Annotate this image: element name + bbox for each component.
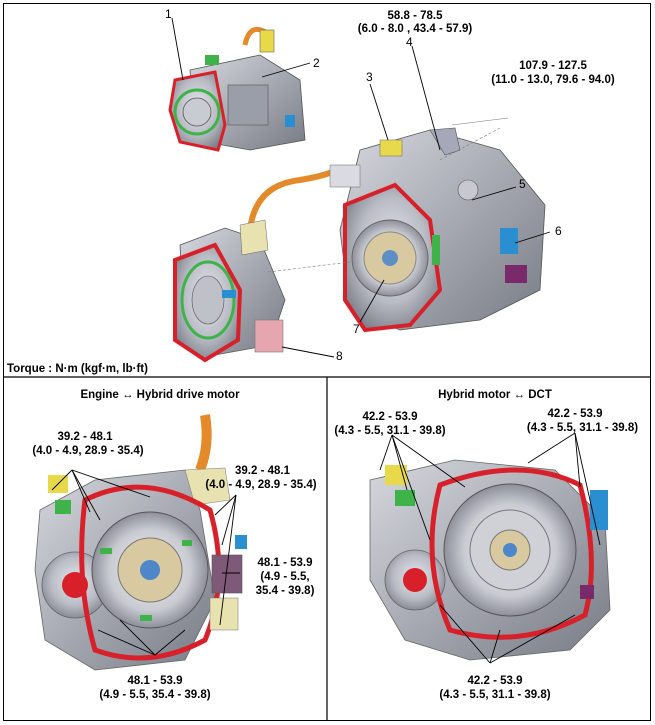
left-torque-b-units: (4.9 - 5.5, 35.4 - 39.8) <box>99 689 211 701</box>
callout-1: 1 <box>165 7 172 21</box>
torque-label-bolt-units: (11.0 - 13.0, 79.6 - 94.0) <box>491 74 615 86</box>
left-torque-b-value: 48.1 - 53.9 <box>127 675 183 687</box>
torque-label-4-value: 58.8 - 78.5 <box>387 10 443 22</box>
bolt-lines <box>267 117 509 273</box>
torque-label-bolt-value: 107.9 - 127.5 <box>519 60 587 72</box>
callout-6: 6 <box>555 224 562 238</box>
callout-2: 2 <box>313 56 320 70</box>
left-torque-tl-units: (4.0 - 4.9, 28.9 - 35.4) <box>32 445 144 457</box>
motor-dct-view <box>369 459 611 661</box>
left-torque-tr-units: (4.0 - 4.9, 28.9 - 35.4) <box>205 479 317 491</box>
hybrid-motor-exploded <box>173 164 361 363</box>
torque-label-4-units: (6.0 - 8.0 , 43.4 - 57.9) <box>357 23 473 35</box>
top-leader-lines <box>171 17 551 358</box>
torque-units-note: Torque : N·m (kgf·m, lb·ft) <box>7 363 148 375</box>
right-leader-lines <box>379 432 601 664</box>
callout-3: 3 <box>366 70 373 84</box>
right-torque-b-value: 42.2 - 53.9 <box>467 675 523 687</box>
callout-5: 5 <box>519 177 526 191</box>
right-torque-tr-units: (4.3 - 5.5, 31.1 - 39.8) <box>526 422 639 434</box>
left-torque-r-value: 48.1 - 53.9 <box>257 557 313 569</box>
right-panel-title: Hybrid motor ↔ DCT <box>438 389 552 401</box>
right-torque-tl-units: (4.3 - 5.5, 31.1 - 39.8) <box>334 425 446 437</box>
left-torque-tr-value: 39.2 - 48.1 <box>235 465 290 477</box>
right-torque-tr-value: 42.2 - 53.9 <box>547 408 603 420</box>
engine-motor-view <box>34 414 247 671</box>
right-torque-tl-value: 42.2 - 53.9 <box>362 411 418 423</box>
callout-4: 4 <box>406 35 413 49</box>
motor-assembly-small <box>168 26 306 152</box>
callout-7: 7 <box>353 322 360 336</box>
left-torque-r-units-2: 35.4 - 39.8) <box>255 585 315 597</box>
callout-8: 8 <box>336 349 343 363</box>
left-torque-tl-value: 39.2 - 48.1 <box>57 431 113 443</box>
right-torque-b-units: (4.3 - 5.5, 31.1 - 39.8) <box>439 689 551 701</box>
transmission-assembly <box>339 127 546 333</box>
left-torque-r-units-1: (4.9 - 5.5, <box>260 571 310 583</box>
left-panel-title: Engine ↔ Hybrid drive motor <box>80 389 240 401</box>
left-leader-lines <box>51 469 240 656</box>
